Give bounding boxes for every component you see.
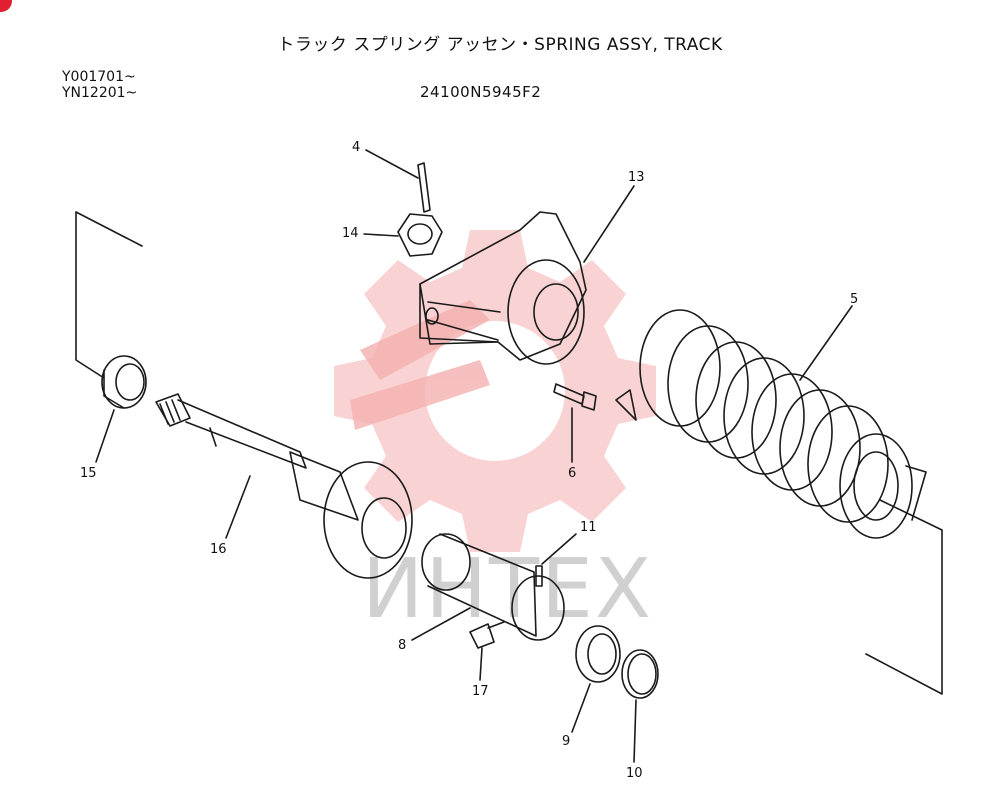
callout-9[interactable]: 9 bbox=[562, 734, 571, 749]
callout-11[interactable]: 11 bbox=[580, 520, 597, 535]
bracket-part-13 bbox=[419, 185, 635, 365]
serial-range-2: YN12201~ bbox=[62, 85, 138, 101]
callout-6[interactable]: 6 bbox=[568, 466, 577, 481]
grease-fitting-part-17 bbox=[469, 621, 505, 681]
page-title: トラック スプリング アッセン・SPRING ASSY, TRACK bbox=[277, 35, 723, 55]
callout-17[interactable]: 17 bbox=[472, 684, 489, 699]
bolt-part-6 bbox=[553, 383, 597, 463]
callout-16[interactable]: 16 bbox=[210, 542, 227, 557]
assembly-part-number: 24100N5945F2 bbox=[420, 83, 542, 101]
callout-14[interactable]: 14 bbox=[342, 226, 359, 241]
watermark-text: ИНТЕХ bbox=[362, 542, 654, 637]
seal-ring-part-9 bbox=[571, 625, 621, 733]
callout-15[interactable]: 15 bbox=[80, 466, 97, 481]
reference-line-left bbox=[75, 211, 143, 379]
serial-range-1: Y001701~ bbox=[62, 69, 136, 85]
callout-4[interactable]: 4 bbox=[352, 140, 361, 155]
pin-part-11 bbox=[535, 533, 577, 587]
callout-8[interactable]: 8 bbox=[398, 638, 407, 653]
reference-line-right bbox=[865, 499, 943, 695]
callout-13[interactable]: 13 bbox=[628, 170, 645, 185]
coil-spring-part-5 bbox=[615, 305, 927, 539]
cylinder-part-8 bbox=[411, 533, 565, 641]
callout-5[interactable]: 5 bbox=[850, 292, 859, 307]
pin-part-4 bbox=[365, 149, 431, 213]
callout-10[interactable]: 10 bbox=[626, 766, 643, 781]
nut-part-14 bbox=[363, 213, 443, 257]
seal-part-15 bbox=[95, 355, 147, 463]
rod-part-16 bbox=[155, 393, 413, 579]
o-ring-part-10 bbox=[621, 649, 659, 763]
